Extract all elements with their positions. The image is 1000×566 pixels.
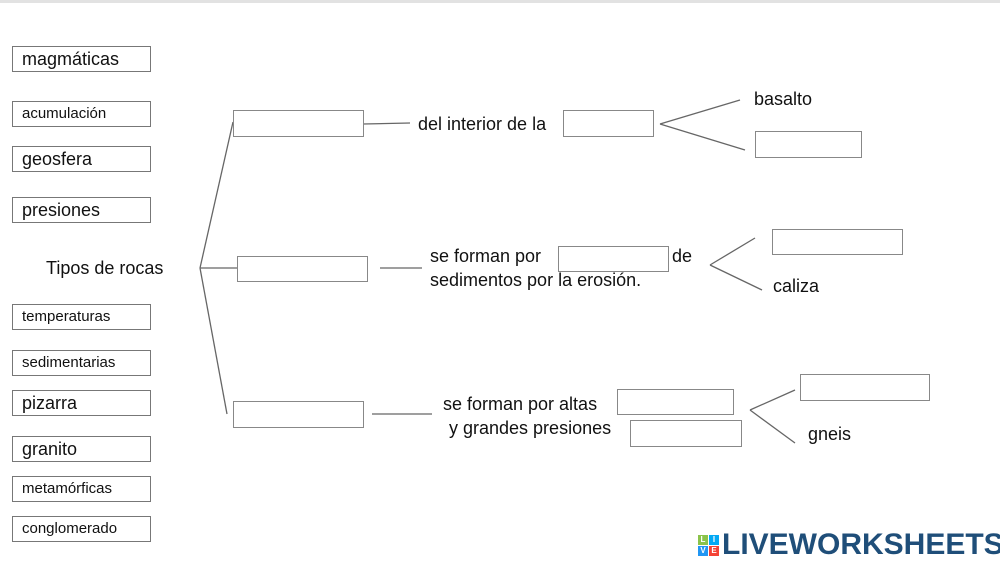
word-presiones[interactable]: presiones [12, 197, 151, 223]
branch3-text-a: se forman por altas [443, 394, 598, 414]
word-geosfera[interactable]: geosfera [12, 146, 151, 172]
branch1-text: del interior de la [418, 114, 547, 134]
tree-line-3 [199, 267, 228, 415]
branch1-example: basalto [754, 89, 813, 109]
fork1-top [659, 99, 741, 125]
drop-box-high[interactable] [617, 389, 734, 415]
logo-text: LIVEWORKSHEETS [722, 528, 1000, 561]
word-acumulacion[interactable]: acumulación [12, 101, 151, 127]
word-temperaturas[interactable]: temperaturas [12, 304, 151, 330]
drop-box-example2[interactable] [772, 229, 903, 255]
branch3-example: gneis [808, 424, 852, 444]
branch3-text-b: y grandes presiones [449, 418, 612, 438]
word-granito[interactable]: granito [12, 436, 151, 462]
root-label: Tipos de rocas [46, 258, 164, 278]
word-magmaticas[interactable]: magmáticas [12, 46, 151, 72]
drop-box-interior[interactable] [563, 110, 654, 137]
drop-box-example3[interactable] [800, 374, 930, 401]
fork2-top [709, 237, 756, 266]
tree-line-1 [199, 121, 234, 269]
drop-box-type1[interactable] [233, 110, 364, 137]
drop-box-process[interactable] [558, 246, 669, 272]
word-metamorficas[interactable]: metamórficas [12, 476, 151, 502]
branch2-example: caliza [773, 276, 820, 296]
fork2-bottom [709, 264, 763, 291]
word-pizarra[interactable]: pizarra [12, 390, 151, 416]
branch2-text-b: de [672, 246, 693, 266]
fork3-bottom [749, 409, 796, 444]
drop-box-type3[interactable] [233, 401, 364, 428]
word-conglomerado[interactable]: conglomerado [12, 516, 151, 542]
top-bar [0, 0, 1000, 3]
fork3-top [749, 389, 796, 411]
drop-box-pressures[interactable] [630, 420, 742, 447]
branch2-text-c: sedimentos por la erosión. [430, 270, 642, 290]
drop-box-type2[interactable] [237, 256, 368, 282]
drop-box-example1[interactable] [755, 131, 862, 158]
word-sedimentarias[interactable]: sedimentarias [12, 350, 151, 376]
branch1-line [362, 122, 411, 125]
fork1-bottom [659, 123, 746, 151]
branch2-text-a: se forman por [430, 246, 542, 266]
